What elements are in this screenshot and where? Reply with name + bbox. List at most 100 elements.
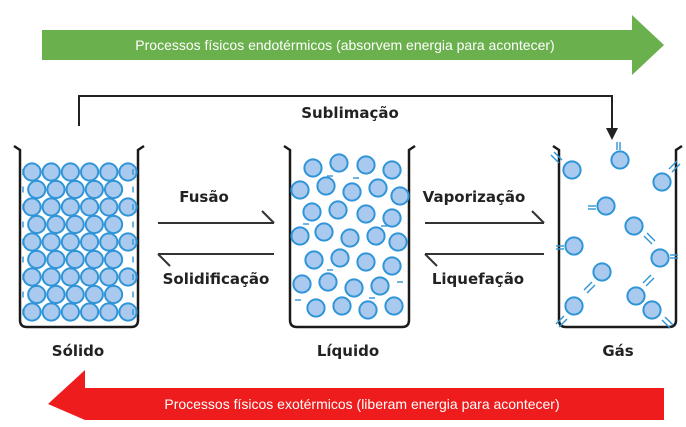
liquid-particle — [390, 186, 410, 206]
sublimation-label: Sublimação — [301, 104, 399, 122]
beaker-solid — [13, 144, 145, 329]
solid-particle — [80, 232, 100, 252]
endothermic-banner: Processos físicos endotérmicos (absorvem… — [42, 15, 664, 75]
solid-particle — [99, 162, 119, 182]
solid-particle — [99, 267, 119, 287]
liquid-particle — [292, 274, 312, 294]
solid-particle — [46, 214, 66, 235]
gas-particles — [550, 142, 681, 329]
motion-lines-icon — [646, 232, 656, 242]
liquid-particle — [382, 256, 402, 276]
solid-particle — [22, 197, 42, 217]
right-arrow-icon — [42, 15, 664, 75]
gas-particle — [564, 236, 584, 256]
motion-lines-icon — [643, 235, 653, 245]
solid-particle — [84, 249, 104, 270]
solid-particle — [60, 267, 81, 287]
gas-particle — [564, 296, 584, 316]
beaker-liquid — [283, 144, 416, 329]
liquid-particle — [356, 204, 376, 224]
solid-particle — [60, 197, 81, 217]
liquid-label: Líquido — [317, 342, 379, 360]
gas-particle — [596, 196, 616, 216]
gas-particle — [626, 286, 646, 306]
solid-particle — [103, 179, 124, 200]
solid-particle — [65, 179, 85, 200]
liquid-particle — [368, 178, 388, 198]
solid-particle — [103, 249, 124, 270]
liquid-particle — [358, 300, 378, 320]
solid-particle — [22, 267, 42, 287]
liquid-particle — [290, 180, 310, 200]
solid-particle — [118, 302, 138, 322]
solid-particle — [27, 179, 47, 200]
solid-particle — [41, 197, 61, 217]
solid-particle — [118, 162, 138, 182]
solid-particle — [46, 284, 66, 305]
liquid-particle — [316, 176, 336, 196]
solid-particle — [41, 232, 61, 252]
left-arrow-icon — [48, 370, 664, 420]
liquid-particles — [290, 153, 410, 320]
vaporization-arrow — [425, 210, 545, 224]
solid-particle — [65, 214, 85, 235]
solid-particle — [99, 197, 119, 217]
solid-particle — [80, 267, 100, 287]
gas-particle — [652, 172, 672, 192]
motion-lines-icon — [671, 163, 681, 173]
liquid-particle — [370, 276, 390, 296]
motion-lines-icon — [661, 319, 671, 329]
liquid-particle — [304, 250, 324, 270]
gas-particle — [562, 160, 582, 180]
liquid-particle — [330, 248, 350, 268]
gas-particle — [610, 150, 630, 170]
motion-lines-icon — [583, 281, 593, 291]
solid-particle — [41, 162, 61, 182]
liquid-particle — [306, 298, 326, 318]
motion-lines-icon — [645, 277, 655, 287]
arrow-down-icon — [606, 128, 618, 140]
solid-particle — [80, 197, 100, 217]
motion-lines-icon — [586, 284, 596, 294]
solid-particle — [103, 214, 124, 235]
solid-particle — [99, 232, 119, 252]
liquid-particle — [388, 232, 408, 252]
fusion-label: Fusão — [179, 188, 229, 206]
liquid-particle — [356, 155, 376, 175]
liquid-particle — [366, 226, 386, 246]
motion-lines-icon — [558, 318, 568, 328]
solid-particle — [84, 214, 104, 235]
solid-particle — [22, 232, 42, 252]
solid-particle — [46, 179, 66, 200]
solid-particle — [103, 284, 124, 305]
gas-particle — [592, 262, 612, 282]
liquefaction-arrow — [424, 253, 544, 267]
motion-lines-icon — [550, 154, 560, 164]
motion-lines-icon — [555, 315, 565, 325]
solidification-label: Solidificação — [163, 270, 270, 288]
solidification-arrow — [157, 253, 274, 267]
solid-particle — [41, 302, 61, 322]
motion-lines-icon — [642, 274, 652, 284]
beaker-gas — [552, 144, 683, 329]
solid-particle — [84, 284, 104, 305]
solid-particle — [118, 197, 138, 217]
solid-particle — [84, 179, 104, 200]
solid-particle — [118, 267, 138, 287]
solid-particles — [22, 162, 138, 322]
motion-lines-icon — [668, 160, 678, 170]
solid-particle — [46, 249, 66, 270]
liquid-particle — [328, 200, 348, 220]
liquefaction-label: Liquefação — [432, 270, 524, 288]
solid-particle — [80, 162, 100, 182]
solid-particle — [60, 162, 81, 182]
liquid-particle — [318, 272, 338, 292]
liquid-particle — [329, 153, 349, 173]
liquid-particle — [303, 158, 323, 178]
gas-particle — [650, 248, 670, 268]
vaporization-label: Vaporização — [423, 188, 526, 206]
exothermic-banner-text: Processos físicos exotérmicos (liberam e… — [164, 396, 559, 412]
liquid-particle — [314, 222, 334, 242]
motion-lines-icon — [664, 316, 674, 326]
